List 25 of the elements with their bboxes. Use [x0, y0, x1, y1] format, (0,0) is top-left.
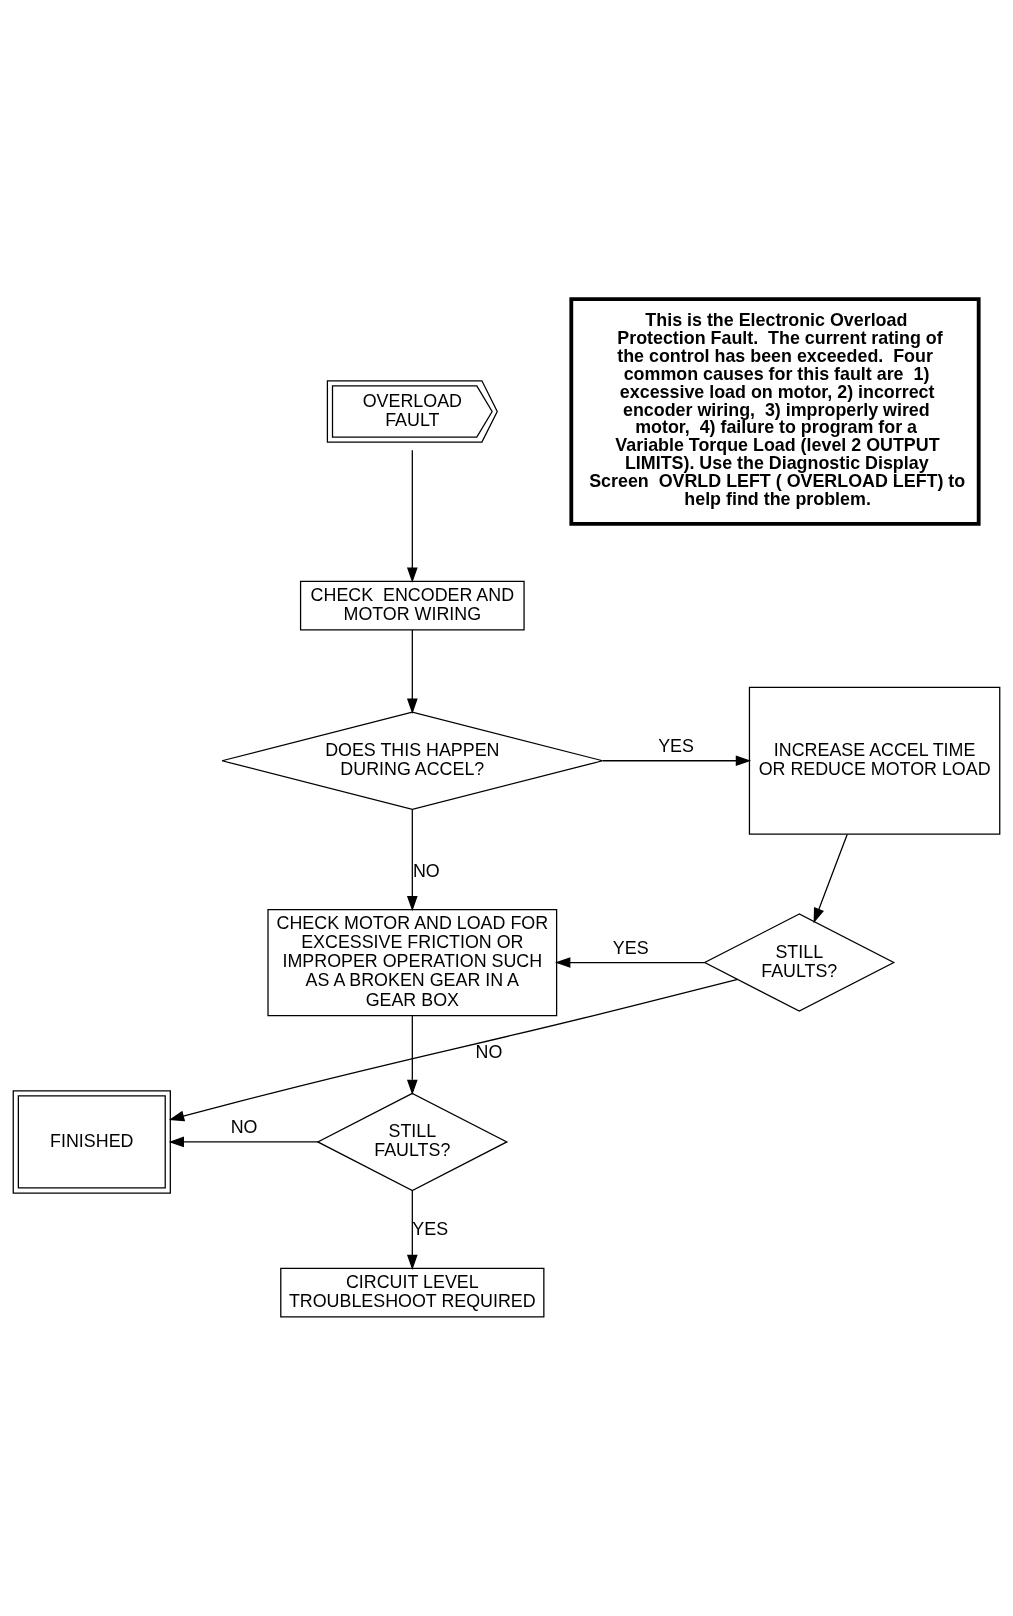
node-box: CHECK MOTOR AND LOAD FOR EXCESSIVE FRICTION OR IMPROPER OPERATION SUCH AS A BROKEN GEAR IN A GEAR BOX	[267, 908, 558, 1017]
edge-label: NO	[475, 1041, 503, 1062]
node-box: CIRCUIT LEVEL TROUBLESHOOT REQUIRED	[280, 1267, 545, 1318]
arrow	[168, 1136, 319, 1148]
node-box: FINISHED	[12, 1090, 171, 1194]
node-diamond: DOES THIS HAPPEN DURING ACCEL?	[221, 711, 604, 810]
edge-label: NO	[230, 1117, 258, 1138]
arrow	[406, 629, 418, 714]
arrow	[406, 809, 418, 912]
arrow	[813, 833, 848, 924]
arrow	[168, 978, 739, 1122]
node-box: This is the Electronic Overload Protection Fault. The current rating of the control has been exceeded. Four common causes for this fault are 1) excessive load on motor, 2) incorrect encoder wiring, 3) improperly wired motor, 4) failure to program for a Variable Torque Load (level 2 OUTPUT LIMITS). Use the Diagnostic Display Screen OVRLD LEFT ( OVERLOAD LEFT) to help find the problem.	[569, 297, 981, 526]
arrow	[406, 1189, 418, 1271]
arrow	[602, 755, 752, 767]
edge-label: YES	[412, 1219, 449, 1240]
arrow	[406, 449, 418, 583]
edge-label: NO	[412, 860, 440, 881]
edge-label: YES	[658, 736, 694, 757]
node-box: CHECK ENCODER AND MOTOR WIRING	[299, 580, 525, 631]
node-diamond: STILL FAULTS?	[316, 1092, 509, 1192]
edge-label: YES	[612, 937, 649, 958]
node-box: INCREASE ACCEL TIME OR REDUCE MOTOR LOAD	[748, 686, 1001, 835]
node-diamond: STILL FAULTS?	[703, 913, 896, 1012]
arrow	[406, 1015, 418, 1096]
arrow	[555, 957, 706, 968]
